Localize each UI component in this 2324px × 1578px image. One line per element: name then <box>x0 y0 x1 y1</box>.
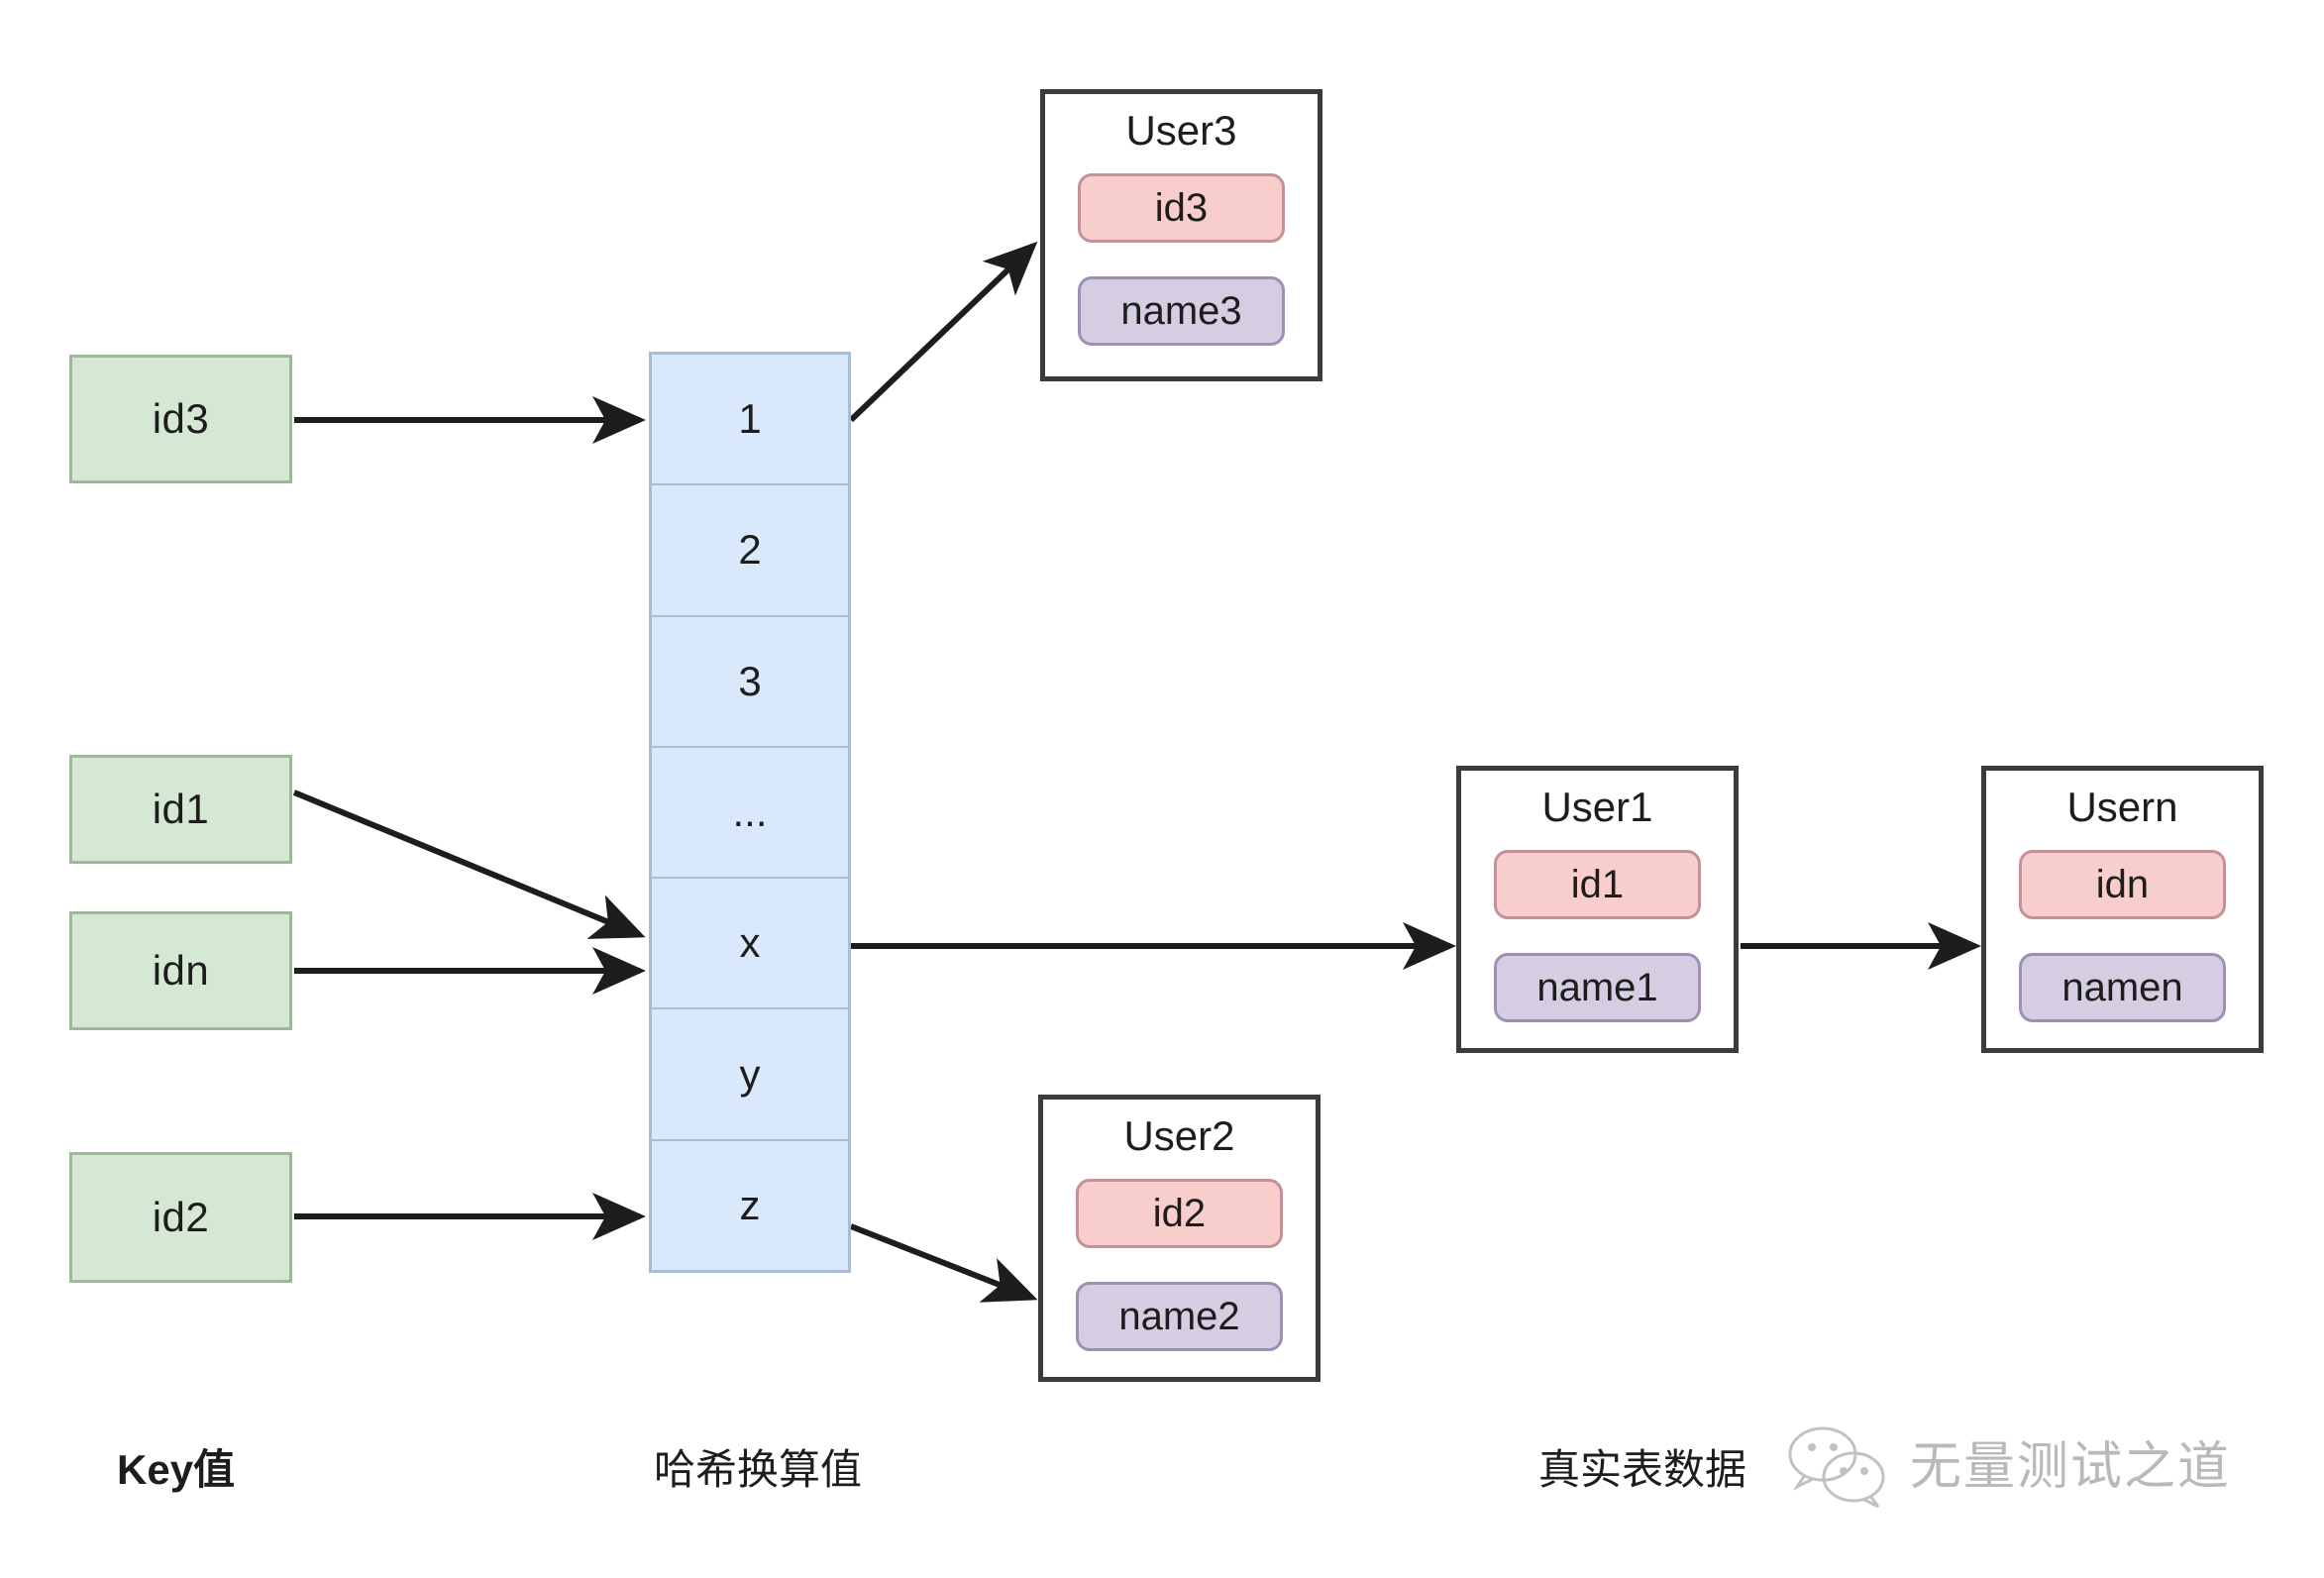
hash-table: 1 2 3 ... x y z <box>649 352 851 1273</box>
key-box-label: id3 <box>152 395 210 442</box>
record-title: User2 <box>1123 1112 1235 1159</box>
key-box-idn[interactable]: idn <box>69 911 292 1030</box>
caption-record-column: 真实表数据 <box>1538 1446 1747 1493</box>
key-box-id3[interactable]: id3 <box>69 355 292 483</box>
record-name-pill[interactable]: namen <box>2019 953 2226 1023</box>
record-title: User3 <box>1125 107 1237 154</box>
arrow-cell1-to-user3 <box>848 241 1038 423</box>
hash-cell-x[interactable]: x <box>652 879 848 1010</box>
hash-cell-3[interactable]: 3 <box>652 617 848 748</box>
hash-cell-label: x <box>739 919 761 967</box>
arrow-cellz-to-user2 <box>849 1223 1038 1303</box>
hash-cell-label: y <box>739 1050 761 1098</box>
record-box-user1[interactable]: User1 id1 name1 <box>1456 766 1739 1053</box>
caption-key-column: Key值 <box>117 1446 236 1493</box>
hash-cell-y[interactable]: y <box>652 1009 848 1141</box>
hash-cell-z[interactable]: z <box>652 1141 848 1270</box>
hash-cell-2[interactable]: 2 <box>652 485 848 617</box>
record-id-pill[interactable]: idn <box>2019 850 2226 920</box>
record-id-pill[interactable]: id2 <box>1076 1179 1283 1249</box>
arrow-id1-to-cellx <box>292 789 646 939</box>
record-title: Usern <box>2066 784 2178 830</box>
record-id-pill[interactable]: id3 <box>1078 173 1285 244</box>
record-name-pill[interactable]: name3 <box>1078 276 1285 347</box>
key-box-id1[interactable]: id1 <box>69 755 292 864</box>
record-id-pill[interactable]: id1 <box>1494 850 1701 920</box>
record-box-user3[interactable]: User3 id3 name3 <box>1040 89 1322 381</box>
wechat-icon <box>1783 1421 1894 1513</box>
hash-cell-label: 3 <box>738 657 762 704</box>
record-box-usern[interactable]: Usern idn namen <box>1981 766 2264 1053</box>
record-box-user2[interactable]: User2 id2 name2 <box>1038 1095 1320 1382</box>
record-name-pill[interactable]: name1 <box>1494 953 1701 1023</box>
caption-hash-column: 哈希换算值 <box>654 1446 863 1493</box>
record-title: User1 <box>1541 784 1653 830</box>
hash-cell-label: 1 <box>738 395 762 443</box>
key-box-label: idn <box>152 947 210 994</box>
watermark: 无量测试之道 <box>1783 1421 2231 1513</box>
hash-cell-1[interactable]: 1 <box>652 355 848 486</box>
key-box-label: id1 <box>152 786 210 832</box>
record-name-pill[interactable]: name2 <box>1076 1282 1283 1352</box>
key-box-id2[interactable]: id2 <box>69 1152 292 1283</box>
hash-cell-label: 2 <box>738 526 762 574</box>
hash-cell-label: z <box>739 1181 761 1228</box>
hash-cell-ellipsis[interactable]: ... <box>652 748 848 880</box>
watermark-text: 无量测试之道 <box>1910 1438 2232 1496</box>
hash-cell-label: ... <box>732 788 768 835</box>
key-box-label: id2 <box>152 1194 210 1240</box>
